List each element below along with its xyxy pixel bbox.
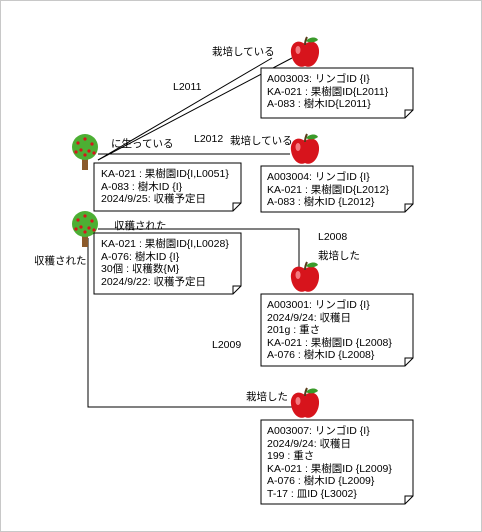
note-shape-tree-a076 — [93, 232, 242, 295]
connector-tree2-apple3001 — [98, 228, 300, 274]
note-shape-a003001 — [260, 293, 414, 367]
label-rel-l2009: L2009 — [212, 339, 242, 351]
note-line: KA-021 : 果樹園ID {L2008} — [267, 336, 392, 349]
note-line: 201g : 重さ — [267, 324, 321, 336]
apple-icon — [290, 133, 320, 164]
label-grown-1: 栽培している — [212, 46, 275, 58]
note-line: A003001: リンゴID {I} — [267, 299, 370, 311]
note-shape-a003003 — [260, 67, 414, 119]
note-line: KA-021 : 果樹園ID {L2009} — [267, 462, 392, 475]
note-apple-a003001: A003001: リンゴID {I} 2024/9/24: 収穫日 201g :… — [267, 299, 392, 362]
note-line: A-076: 樹木ID {I} — [101, 250, 180, 263]
label-growing-on-tree: に生っている — [111, 138, 174, 150]
connector-tree1-apple3003 — [97, 57, 293, 161]
note-line: A003003: リンゴID {I} — [267, 73, 370, 85]
note-line: KA-021 : 果樹園ID{I,L0028} — [101, 238, 229, 250]
connector-tree1-apple3003-b — [97, 57, 273, 161]
note-line: 30個 : 収穫数{M} — [101, 263, 180, 275]
note-line: KA-021 : 果樹園ID{L2011} — [267, 85, 389, 98]
label-harvested-2: 収穫された — [34, 255, 87, 267]
note-line: 2024/9/24: 収穫日 — [267, 437, 352, 450]
note-line: 2024/9/25: 収穫予定日 — [101, 193, 207, 205]
note-tree-a076: KA-021 : 果樹園ID{I,L0028} A-076: 樹木ID {I} … — [101, 238, 229, 288]
note-line: KA-021 : 果樹園ID{L2012} — [267, 183, 389, 196]
note-line: 2024/9/22: 収穫予定日 — [101, 275, 207, 288]
note-shape-tree-a083 — [93, 162, 242, 212]
note-apple-a003007: A003007: リンゴID {I} 2024/9/24: 収穫日 199 : … — [267, 425, 392, 500]
apple-icon — [290, 261, 320, 292]
label-rel-l2008: L2008 — [318, 231, 348, 243]
note-shape-a003007 — [260, 419, 414, 505]
note-shape-a003004 — [260, 165, 414, 213]
tree-icon — [72, 211, 98, 247]
label-cultivated-1: 栽培した — [318, 250, 360, 262]
apple-icon — [290, 36, 320, 67]
note-line: A003007: リンゴID {I} — [267, 425, 370, 437]
note-line: A-083 : 樹木ID {L2012} — [267, 196, 375, 208]
label-rel-l2011: L2011 — [173, 81, 202, 93]
label-harvested-1: 収穫された — [114, 220, 167, 232]
note-line: T-17 : 皿ID {L3002} — [267, 487, 357, 500]
tree-icon — [72, 134, 98, 170]
note-line: A-076 : 樹木ID {L2009} — [267, 475, 375, 487]
note-line: 199 : 重さ — [267, 450, 315, 462]
note-tree-a083: KA-021 : 果樹園ID{I,L0051} A-083 : 樹木ID {I}… — [101, 168, 229, 206]
note-apple-a003004: A003004: リンゴID {I} KA-021 : 果樹園ID{L2012}… — [267, 171, 389, 209]
note-line: A-083 : 樹木ID {I} — [101, 180, 183, 193]
label-rel-l2012: L2012 — [194, 133, 224, 145]
apple-icon — [290, 387, 320, 418]
note-line: 2024/9/24: 収穫日 — [267, 311, 352, 324]
connector-tree2-apple3007 — [87, 238, 292, 408]
note-line: A-083 : 樹木ID{L2011} — [267, 98, 371, 110]
label-grown-2: 栽培している — [230, 135, 293, 147]
label-cultivated-2: 栽培した — [246, 391, 288, 403]
note-line: A003004: リンゴID {I} — [267, 171, 370, 183]
note-apple-a003003: A003003: リンゴID {I} KA-021 : 果樹園ID{L2011}… — [267, 73, 388, 111]
note-line: A-076 : 樹木ID {L2008} — [267, 349, 375, 361]
note-line: KA-021 : 果樹園ID{I,L0051} — [101, 168, 229, 180]
